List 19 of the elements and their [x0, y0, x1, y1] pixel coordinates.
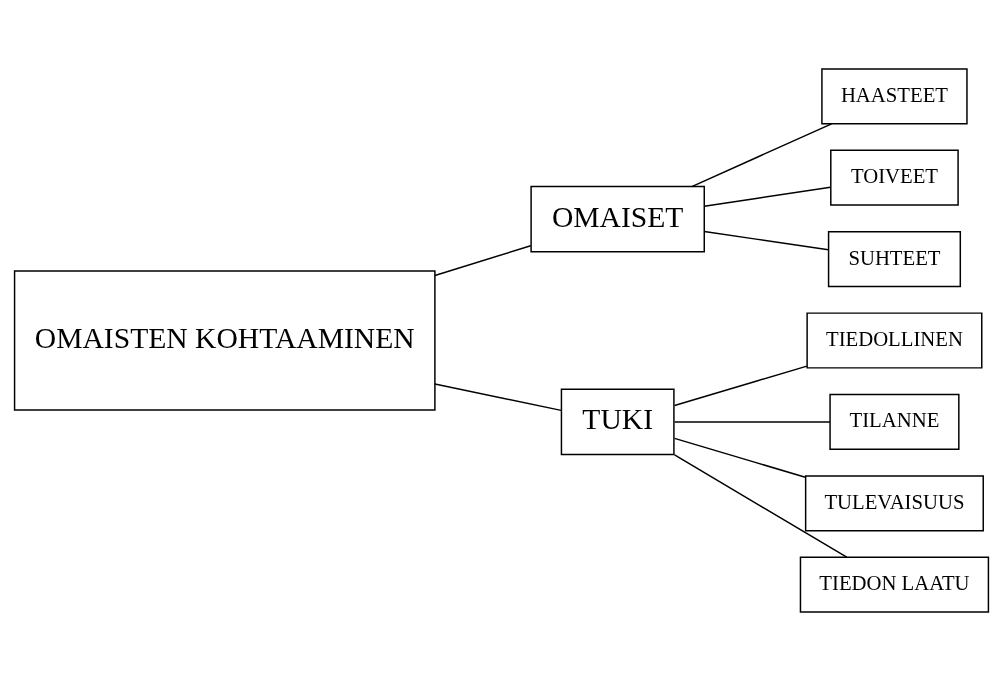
node-box: TULEVAISUUS — [804, 474, 984, 531]
connector — [703, 230, 830, 250]
connector — [673, 453, 848, 558]
connector — [691, 122, 833, 187]
node-box: TOIVEET — [830, 149, 959, 206]
connector — [703, 185, 832, 207]
connector — [434, 382, 562, 411]
node-box: OMAISTEN KOHTAAMINEN — [13, 269, 436, 411]
node-box: HAASTEET — [821, 67, 968, 124]
node-box: TIEDON LAATU — [799, 556, 990, 613]
connector — [673, 364, 808, 406]
connector — [673, 437, 807, 478]
node-box: SUHTEET — [827, 230, 962, 287]
connector — [673, 420, 831, 423]
node-box: TIEDOLLINEN — [806, 311, 983, 369]
node-box: OMAISET — [530, 185, 705, 252]
node-box: TUKI — [560, 388, 675, 455]
connector — [434, 244, 532, 276]
node-box: TILANNE — [829, 393, 960, 450]
